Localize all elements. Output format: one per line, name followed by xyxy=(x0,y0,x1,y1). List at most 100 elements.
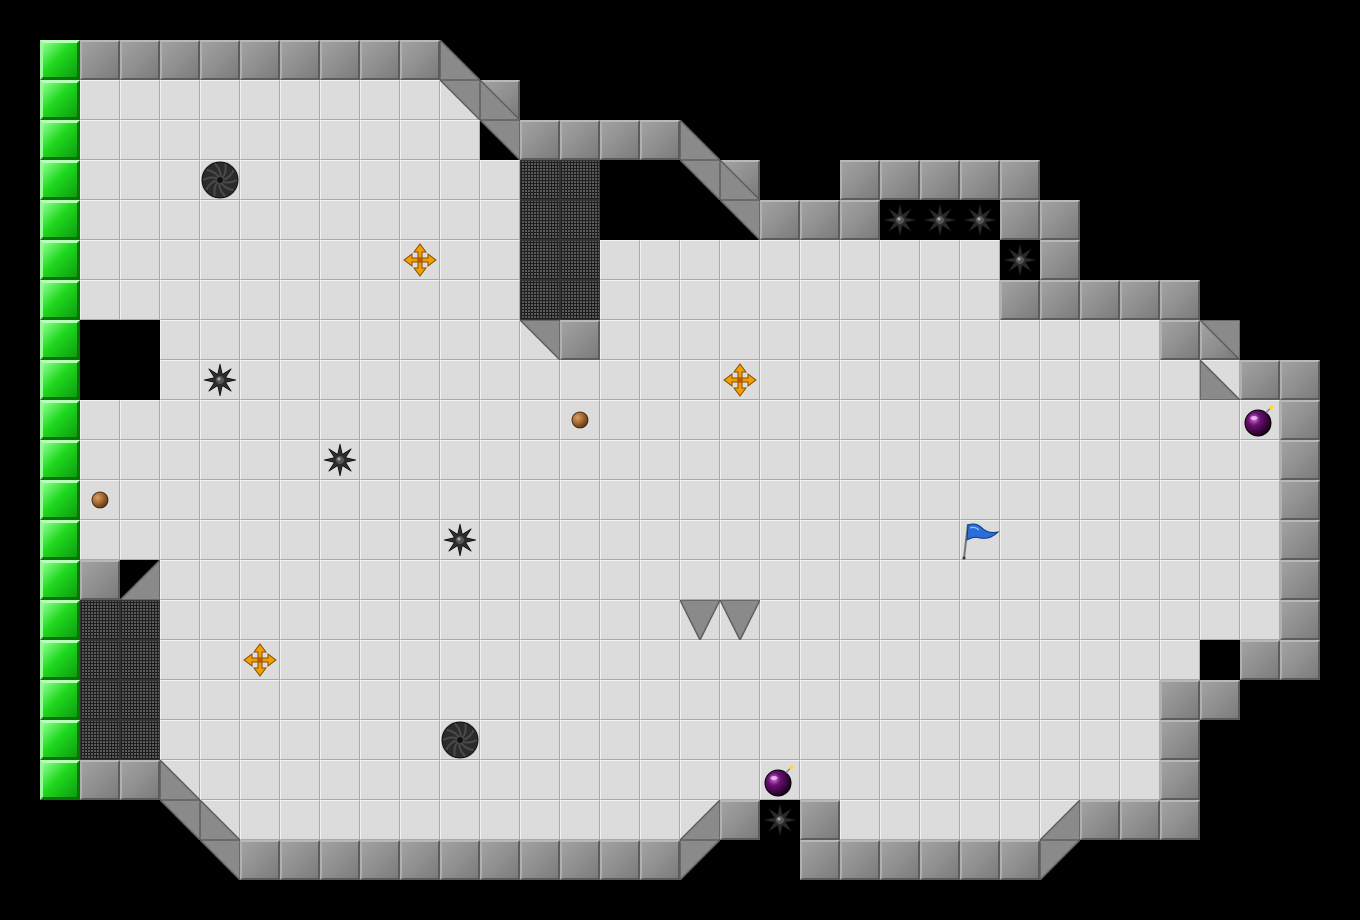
floor-tile xyxy=(720,680,760,720)
floor-tile xyxy=(200,720,240,760)
floor-tile xyxy=(440,120,480,160)
wall-block xyxy=(80,40,120,80)
floor-tile xyxy=(1160,480,1200,520)
floor-tile xyxy=(880,240,920,280)
floor-tile xyxy=(160,240,200,280)
floor-tile xyxy=(280,360,320,400)
exit-tile xyxy=(40,440,80,480)
wall-block xyxy=(1000,160,1040,200)
floor-tile xyxy=(840,560,880,600)
floor-tile xyxy=(160,520,200,560)
floor-tile xyxy=(1080,320,1120,360)
floor-tile xyxy=(240,560,280,600)
floor-tile xyxy=(1000,760,1040,800)
floor-tile xyxy=(640,720,680,760)
floor-tile xyxy=(280,760,320,800)
wall-block xyxy=(760,200,800,240)
floor-tile xyxy=(160,640,200,680)
floor-tile xyxy=(1040,480,1080,520)
floor-tile xyxy=(600,720,640,760)
floor-tile xyxy=(360,560,400,600)
floor-tile xyxy=(1240,520,1280,560)
floor-tile xyxy=(1000,400,1040,440)
floor-tile xyxy=(840,760,880,800)
bronze-ball-icon[interactable] xyxy=(80,480,120,520)
floor-tile xyxy=(280,440,320,480)
floor-tile xyxy=(720,440,760,480)
wall-block xyxy=(1280,480,1320,520)
diagonal-wall xyxy=(720,160,760,200)
diagonal-wall xyxy=(200,840,240,880)
wall-block xyxy=(240,40,280,80)
floor-tile xyxy=(880,680,920,720)
floor-tile xyxy=(360,640,400,680)
spike-mine-icon xyxy=(880,200,920,240)
floor-tile xyxy=(160,560,200,600)
floor-tile xyxy=(640,520,680,560)
floor-tile xyxy=(840,680,880,720)
floor-tile xyxy=(640,320,680,360)
floor-tile xyxy=(200,480,240,520)
floor-tile xyxy=(160,360,200,400)
diagonal-wall xyxy=(480,120,520,160)
floor-tile xyxy=(640,760,680,800)
floor-tile xyxy=(600,600,640,640)
wall-block xyxy=(1160,760,1200,800)
floor-tile xyxy=(1160,520,1200,560)
floor-tile xyxy=(80,120,120,160)
floor-tile xyxy=(320,520,360,560)
floor-tile xyxy=(320,200,360,240)
floor-tile xyxy=(440,680,480,720)
floor-tile xyxy=(640,440,680,480)
floor-tile xyxy=(200,280,240,320)
floor-tile xyxy=(1120,520,1160,560)
floor-tile xyxy=(120,120,160,160)
floor-tile xyxy=(240,120,280,160)
floor-tile xyxy=(360,160,400,200)
wall-block xyxy=(880,840,920,880)
diagonal-wall xyxy=(120,560,160,600)
floor-tile xyxy=(80,200,120,240)
floor-tile xyxy=(760,240,800,280)
floor-tile xyxy=(520,640,560,680)
floor-tile xyxy=(520,520,560,560)
floor-tile xyxy=(440,160,480,200)
wall-block xyxy=(840,840,880,880)
floor-tile xyxy=(480,760,520,800)
diagonal-wall xyxy=(160,760,200,800)
floor-tile xyxy=(800,560,840,600)
bronze-ball-icon[interactable] xyxy=(560,400,600,440)
floor-tile xyxy=(560,720,600,760)
floor-tile xyxy=(800,280,840,320)
floor-tile xyxy=(200,760,240,800)
floor-tile xyxy=(840,600,880,640)
wall-block xyxy=(960,840,1000,880)
floor-tile xyxy=(600,680,640,720)
floor-tile xyxy=(840,280,880,320)
floor-tile xyxy=(1080,600,1120,640)
floor-tile xyxy=(280,640,320,680)
floor-tile xyxy=(640,600,680,640)
wall-block xyxy=(1000,200,1040,240)
floor-tile xyxy=(1000,600,1040,640)
floor-tile xyxy=(720,640,760,680)
exit-tile xyxy=(40,600,80,640)
exit-tile xyxy=(40,720,80,760)
floor-tile xyxy=(80,440,120,480)
floor-tile xyxy=(400,480,440,520)
blue-flag-icon[interactable] xyxy=(960,520,1000,560)
floor-tile xyxy=(720,560,760,600)
floor-tile xyxy=(760,320,800,360)
floor-tile xyxy=(360,120,400,160)
floor-tile xyxy=(960,680,1000,720)
spike-mine-icon xyxy=(440,520,480,560)
black-hole-icon xyxy=(440,720,480,760)
floor-tile xyxy=(360,80,400,120)
floor-tile xyxy=(1160,600,1200,640)
floor-tile xyxy=(400,280,440,320)
floor-tile xyxy=(120,240,160,280)
floor-tile xyxy=(240,800,280,840)
floor-tile xyxy=(880,560,920,600)
wall-block xyxy=(360,840,400,880)
